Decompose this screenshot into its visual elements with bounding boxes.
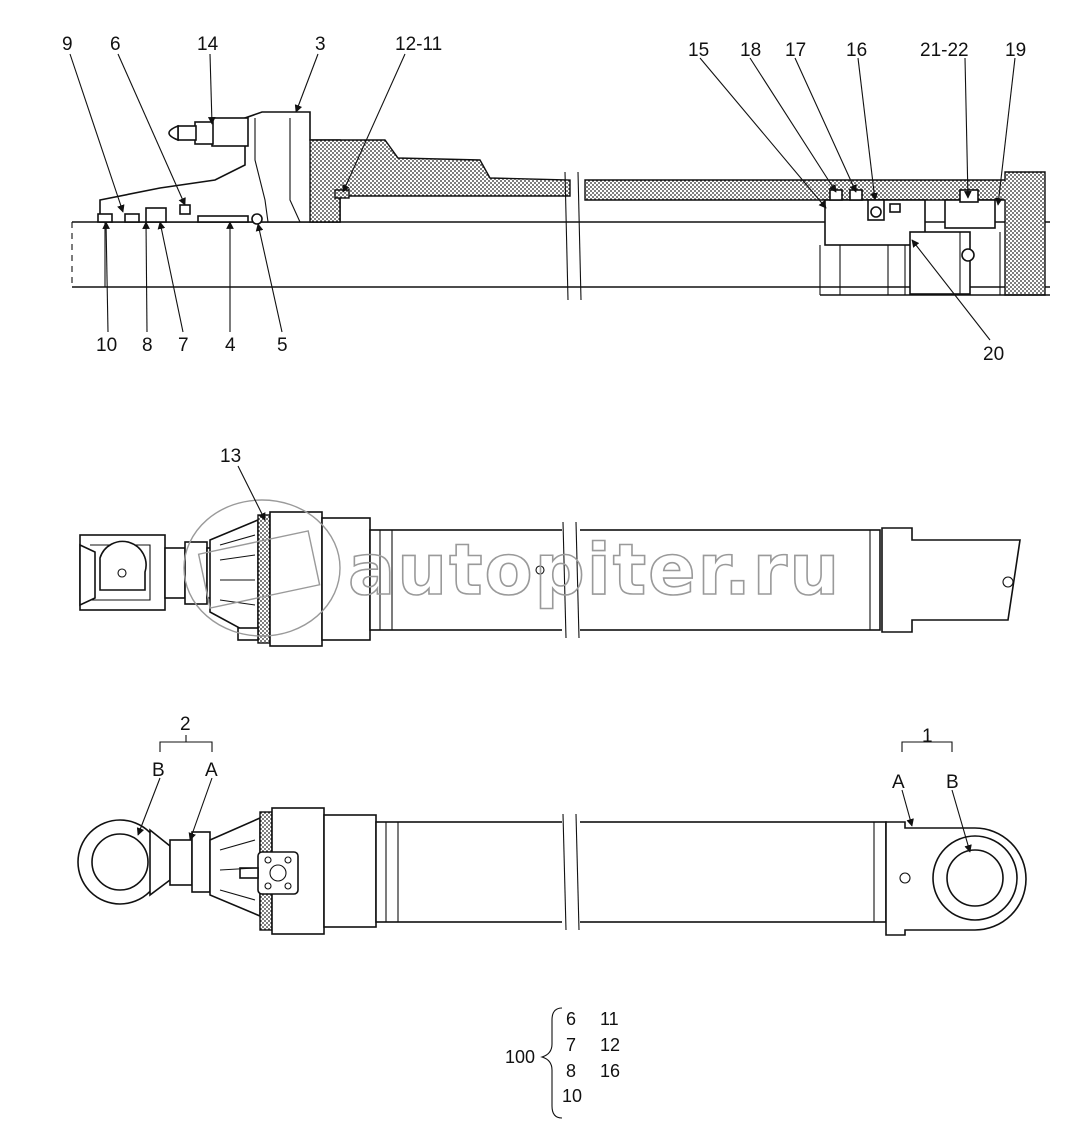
kit-part-16: 16 xyxy=(600,1061,620,1081)
leader-2-b xyxy=(136,777,161,836)
middle-view: autopiter.ru 13 xyxy=(79,446,1021,647)
leader-12-11 xyxy=(342,53,406,193)
part-label-18: 18 xyxy=(740,40,761,61)
leader-5 xyxy=(255,223,283,333)
watermark-ring xyxy=(183,499,341,637)
kit-number: 100 xyxy=(505,1047,535,1067)
part-label-9: 9 xyxy=(62,34,73,55)
watermark-text: autopiter.ru xyxy=(348,529,841,611)
kit-part-10: 10 xyxy=(562,1086,582,1106)
group-label-1: 1 xyxy=(922,726,933,747)
eye-label-right-b: B xyxy=(946,772,959,793)
eye-label-left-b: B xyxy=(152,760,165,781)
eye-label-left-a: A xyxy=(205,760,218,781)
leader-21-22 xyxy=(964,57,972,199)
leader-13 xyxy=(237,465,266,521)
leader-9 xyxy=(69,53,125,213)
leader-19 xyxy=(994,57,1016,206)
leader-18 xyxy=(749,57,837,193)
group-label-2: 2 xyxy=(180,714,191,735)
leader-2-a xyxy=(188,777,213,841)
part-label-19: 19 xyxy=(1005,40,1026,61)
part-label-16: 16 xyxy=(846,40,867,61)
eye-label-right-a: A xyxy=(892,772,905,793)
leader-10 xyxy=(102,221,110,333)
leader-14 xyxy=(207,53,216,125)
kit-brace xyxy=(540,1007,563,1119)
leader-7 xyxy=(157,221,184,333)
leader-3 xyxy=(294,53,319,113)
part-label-14: 14 xyxy=(197,34,219,55)
part-label-12-11: 12-11 xyxy=(395,34,442,55)
part-label-15: 15 xyxy=(688,40,709,61)
leader-15 xyxy=(699,57,827,209)
kit-part-7: 7 xyxy=(566,1035,576,1055)
part-label-6: 6 xyxy=(110,34,121,55)
part-label-3: 3 xyxy=(315,34,326,55)
kit-part-11: 11 xyxy=(600,1009,619,1029)
leader-1-a xyxy=(901,789,914,827)
section-view: 9 6 14 3 12-11 15 18 17 16 21-22 19 10 8… xyxy=(62,34,1050,365)
part-label-7: 7 xyxy=(178,335,189,356)
bottom-view: 2 B A 1 A B xyxy=(77,714,1027,936)
part-label-13: 13 xyxy=(220,446,241,467)
kit-part-8: 8 xyxy=(566,1061,576,1081)
seal-kit-note: 100 6 7 8 10 11 12 16 xyxy=(505,1007,620,1119)
leader-1-b xyxy=(951,789,972,853)
leader-8 xyxy=(142,221,150,333)
part-label-8: 8 xyxy=(142,335,153,356)
kit-part-12: 12 xyxy=(600,1035,620,1055)
leader-16 xyxy=(857,57,878,201)
part-label-17: 17 xyxy=(785,40,806,61)
part-label-21-22: 21-22 xyxy=(920,40,969,61)
part-label-10: 10 xyxy=(96,335,117,356)
leader-6 xyxy=(117,53,186,206)
part-label-5: 5 xyxy=(277,335,288,356)
leader-20 xyxy=(911,239,991,341)
leader-17 xyxy=(794,57,857,193)
part-label-20: 20 xyxy=(983,344,1004,365)
kit-part-6: 6 xyxy=(566,1009,576,1029)
part-label-4: 4 xyxy=(225,335,236,356)
